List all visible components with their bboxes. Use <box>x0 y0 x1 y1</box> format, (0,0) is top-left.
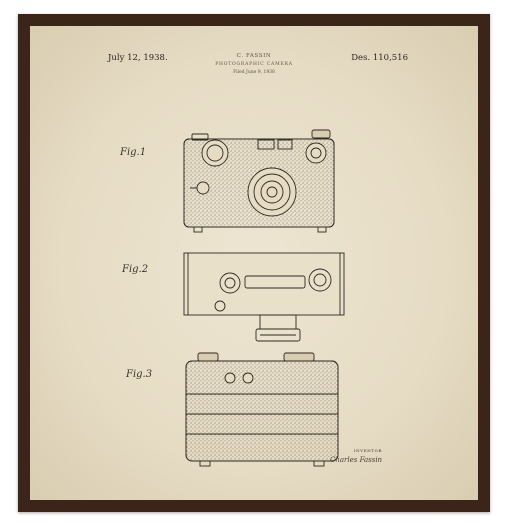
camera-front-view <box>183 129 335 233</box>
inventor-label: INVENTOR <box>354 448 383 453</box>
fig-1-label: Fig.1 <box>120 147 147 158</box>
title-block: C. FASSIN PHOTOGRAPHIC CAMERA Filed June… <box>30 53 478 75</box>
inventor-name: C. FASSIN <box>236 53 272 59</box>
inventor-signature: Charles Fassin <box>330 456 383 464</box>
fig-2-label: Fig.2 <box>122 264 149 275</box>
camera-top-view <box>183 252 345 342</box>
filed-date: Filed June 9, 1938 <box>233 70 275 75</box>
patent-print: July 12, 1938. Des. 110,516 C. FASSIN PH… <box>30 26 478 500</box>
patent-date: July 12, 1938. <box>108 53 168 63</box>
picture-frame: July 12, 1938. Des. 110,516 C. FASSIN PH… <box>18 14 490 512</box>
fig-3-label: Fig.3 <box>126 369 153 380</box>
patent-drawings <box>183 129 345 467</box>
patent-title: PHOTOGRAPHIC CAMERA <box>215 62 293 67</box>
camera-rear-view <box>185 352 339 467</box>
patent-number: Des. 110,516 <box>351 53 408 63</box>
